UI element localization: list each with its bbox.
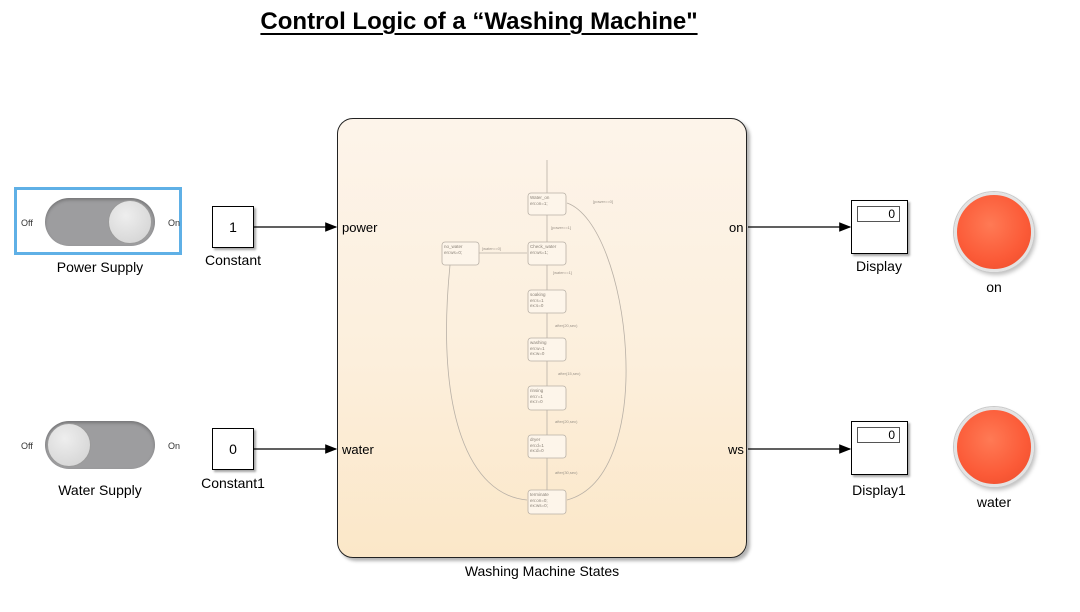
state-action: ex:d=0 — [530, 448, 544, 453]
state-action: en:w=1 — [530, 346, 545, 351]
water-switch-knob[interactable] — [47, 423, 91, 467]
lamp-on[interactable] — [954, 192, 1034, 272]
transition-label: [power==0] — [593, 199, 613, 204]
transition-label: after(20,sec) — [555, 419, 578, 424]
state-action: ex:r=0 — [530, 399, 543, 404]
transition-label: [water==0] — [482, 246, 501, 251]
constant-block[interactable]: 1 — [212, 206, 254, 248]
state-rinsing — [527, 385, 567, 411]
output-port-ws: ws — [728, 442, 744, 457]
state-action: ex:ws=0; — [530, 503, 548, 508]
state-washing — [527, 337, 567, 362]
power-supply-label: Power Supply — [56, 259, 144, 275]
input-port-power: power — [342, 220, 378, 235]
state-action: ex:w=0 — [530, 351, 545, 356]
power-switch-knob[interactable] — [108, 200, 152, 244]
transition-label: [power==1] — [551, 225, 571, 230]
display-block[interactable]: 0 — [851, 200, 908, 254]
power-switch-selection[interactable] — [14, 187, 182, 255]
state-no-water — [441, 241, 480, 266]
state-action: en:ws=0; — [444, 250, 462, 255]
transition-label: [water==1] — [553, 270, 572, 275]
water-supply-label: Water Supply — [58, 482, 142, 498]
water-supply-switch[interactable] — [45, 421, 155, 469]
water-switch-on-label: On — [168, 441, 181, 451]
display1-block[interactable]: 0 — [851, 421, 908, 475]
output-port-on: on — [729, 220, 744, 235]
state-water-on — [527, 192, 567, 216]
state-name: Check_water — [530, 244, 557, 249]
water-switch-off-label: Off — [21, 441, 33, 451]
power-switch-on-label: On — [168, 218, 181, 228]
state-action: en:r=1 — [530, 394, 543, 399]
display-value: 0 — [857, 206, 900, 222]
state-name: no_water — [444, 244, 463, 249]
state-action: en:on=0; — [530, 498, 548, 503]
state-soaking — [527, 289, 567, 314]
state-action: en:s=1 — [530, 298, 544, 303]
display1-value: 0 — [857, 427, 900, 443]
input-port-water: water — [342, 442, 374, 457]
power-supply-switch[interactable] — [45, 198, 155, 246]
chart-block-label: Washing Machine States — [464, 563, 620, 579]
display1-label: Display1 — [852, 482, 906, 498]
state-name: dryer — [530, 437, 541, 442]
transition-label: after(30,sec) — [555, 470, 578, 475]
state-name: terminate — [530, 492, 549, 497]
state-action: en:on=1; — [530, 201, 548, 206]
constant-label: Constant — [204, 252, 262, 268]
power-switch-off-label: Off — [21, 218, 33, 228]
lamp-water-label: water — [976, 494, 1012, 510]
transition-label: after(20,sec) — [555, 323, 578, 328]
state-action: ex:s=0 — [530, 303, 544, 308]
state-terminate — [527, 489, 567, 515]
state-name: Water_on — [530, 195, 550, 200]
constant1-label: Constant1 — [201, 475, 265, 491]
state-action: en:d=1 — [530, 443, 544, 448]
state-check-water — [527, 241, 567, 266]
transition-label: after(15,sec) — [558, 371, 581, 376]
lamp-water[interactable] — [954, 407, 1034, 487]
diagram-title: Control Logic of a “Washing Machine" — [260, 8, 698, 35]
display-label: Display — [856, 258, 902, 274]
state-chart-preview: Water_on en:on=1; Check_water en:ws=1; s… — [441, 160, 627, 515]
constant1-block[interactable]: 0 — [212, 428, 254, 470]
state-action: en:ws=1; — [530, 250, 548, 255]
state-name: rinsing — [530, 388, 544, 393]
lamp-on-label: on — [986, 279, 1002, 295]
state-dryer — [527, 434, 567, 459]
state-name: washing — [530, 340, 547, 345]
state-name: soaking — [530, 292, 546, 297]
